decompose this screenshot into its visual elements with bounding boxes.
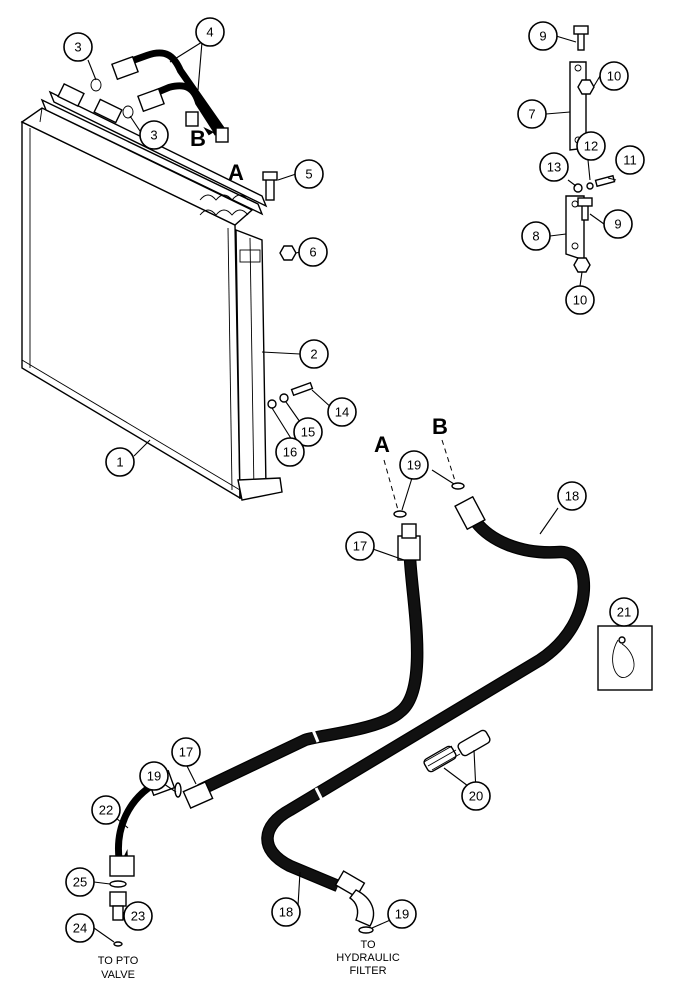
svg-text:13: 13 — [547, 160, 561, 175]
svg-text:10: 10 — [573, 293, 587, 308]
svg-text:22: 22 — [99, 803, 113, 818]
svg-text:14: 14 — [335, 405, 349, 420]
connection-letter-a-hose: A — [374, 432, 390, 457]
svg-text:23: 23 — [131, 909, 145, 924]
callout-25: 25 — [65, 867, 95, 897]
callout-19a: 19 — [399, 450, 429, 480]
svg-text:10: 10 — [607, 69, 621, 84]
callout-3b: 3 — [139, 120, 169, 150]
callout-15: 15 — [293, 417, 323, 447]
connection-letter-b-hose: B — [432, 414, 448, 439]
svg-text:9: 9 — [614, 217, 621, 232]
svg-text:19: 19 — [147, 769, 161, 784]
lower-bolt-set — [267, 381, 314, 409]
bracket-upper — [569, 25, 595, 151]
oil-cooler-core — [20, 107, 254, 500]
svg-text:18: 18 — [279, 905, 293, 920]
svg-text:24: 24 — [73, 921, 87, 936]
callout-23: 23 — [123, 901, 153, 931]
connection-letter-b-top: B — [190, 126, 206, 151]
svg-text:6: 6 — [309, 245, 316, 260]
destination-pto-line2: VALVE — [101, 969, 135, 981]
svg-text:2: 2 — [310, 347, 317, 362]
svg-text:1: 1 — [116, 455, 123, 470]
callout-9b: 9 — [603, 209, 633, 239]
callout-11: 11 — [615, 145, 645, 175]
callout-13: 13 — [539, 152, 569, 182]
connection-letter-a-top: A — [228, 160, 244, 185]
callout-1: 1 — [105, 447, 135, 477]
callout-3a: 3 — [63, 32, 93, 62]
svg-text:17: 17 — [179, 745, 193, 760]
destination-filter-line2: HYDRAULIC — [336, 952, 400, 964]
callout-5: 5 — [294, 159, 324, 189]
callout-8: 8 — [521, 221, 551, 251]
svg-text:19: 19 — [407, 458, 421, 473]
svg-text:20: 20 — [469, 789, 483, 804]
callout-2: 2 — [299, 339, 329, 369]
destination-filter-line3: FILTER — [349, 965, 386, 977]
callout-24: 24 — [65, 913, 95, 943]
svg-text:5: 5 — [305, 167, 312, 182]
svg-text:16: 16 — [283, 445, 297, 460]
callout-17b: 17 — [171, 737, 201, 767]
svg-text:21: 21 — [617, 605, 631, 620]
callout-4: 4 — [195, 17, 225, 47]
callout-6: 6 — [298, 237, 328, 267]
callout-10a: 10 — [599, 61, 629, 91]
callout-19c: 19 — [387, 899, 417, 929]
callout-22: 22 — [91, 795, 121, 825]
callout-9a: 9 — [528, 21, 558, 51]
svg-text:4: 4 — [206, 25, 213, 40]
hose-18 — [261, 495, 590, 927]
cooler-tubes — [90, 49, 229, 143]
svg-text:7: 7 — [528, 107, 535, 122]
callout-19b: 19 — [139, 761, 169, 791]
callout-10b: 10 — [565, 285, 595, 315]
svg-text:8: 8 — [532, 229, 539, 244]
svg-text:3: 3 — [74, 40, 81, 55]
bolt-and-nut — [262, 171, 297, 261]
destination-pto-line1: TO PTO — [98, 955, 139, 967]
callout-18a: 18 — [557, 481, 587, 511]
side-bracket — [235, 228, 283, 501]
callout-16: 16 — [275, 437, 305, 467]
svg-text:25: 25 — [73, 875, 87, 890]
svg-text:12: 12 — [584, 139, 598, 154]
bracket-lower — [565, 174, 616, 273]
callout-12: 12 — [576, 131, 606, 161]
callout-20: 20 — [461, 781, 491, 811]
svg-text:18: 18 — [565, 489, 579, 504]
svg-text:11: 11 — [623, 153, 637, 168]
svg-text:3: 3 — [150, 128, 157, 143]
svg-text:9: 9 — [539, 29, 546, 44]
svg-text:17: 17 — [353, 539, 367, 554]
callout-14: 14 — [327, 397, 357, 427]
strap-inset — [597, 625, 653, 691]
callout-17a: 17 — [345, 531, 375, 561]
spiral-guards — [423, 729, 491, 773]
callout-21: 21 — [609, 597, 639, 627]
callout-7: 7 — [517, 99, 547, 129]
svg-text:15: 15 — [301, 425, 315, 440]
callout-18b: 18 — [271, 897, 301, 927]
destination-filter-line1: TO — [360, 939, 376, 951]
hose-17 — [182, 523, 424, 810]
svg-text:19: 19 — [395, 907, 409, 922]
